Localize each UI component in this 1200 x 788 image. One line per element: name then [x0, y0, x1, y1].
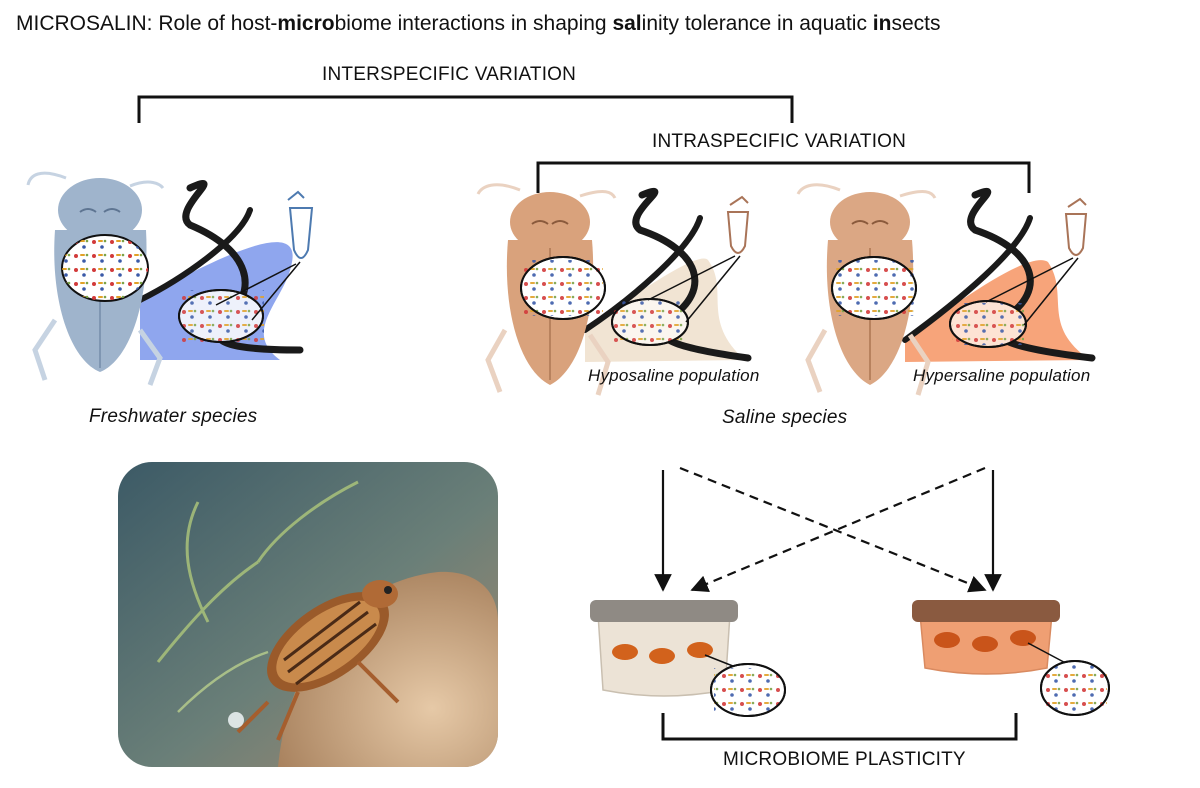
aquatic-beetle-photo	[118, 462, 498, 767]
freshwater-tube-icon	[215, 190, 314, 321]
title-part: inity tolerance in aquatic	[641, 12, 873, 35]
title-part: biome interactions in shaping	[334, 12, 613, 35]
title-part: sects	[891, 12, 941, 35]
rearing-box-left-icon	[590, 600, 786, 717]
rearing-box-right-icon	[912, 600, 1110, 716]
plasticity-bracket	[661, 713, 1018, 741]
interspecific-label: INTERSPECIFIC VARIATION	[322, 64, 577, 85]
page-title: MICROSALIN: Role of host-microbiome inte…	[16, 12, 940, 36]
hyposaline-population-label: Hyposaline population	[588, 366, 760, 385]
hypersaline-microbe-inset-icon	[831, 256, 1027, 348]
freshwater-microbe-inset-icon	[61, 234, 264, 343]
hyposaline-microbe-inset-icon	[520, 256, 689, 346]
hypersaline-population-label: Hypersaline population	[913, 366, 1091, 385]
larva-icon	[612, 642, 713, 664]
interspecific-bracket	[137, 95, 794, 123]
freshwater-species-label: Freshwater species	[89, 406, 258, 427]
hypersaline-tube-icon	[985, 197, 1088, 326]
title-part: in	[872, 12, 892, 35]
larva-icon	[934, 630, 1036, 652]
beetle-icon	[228, 580, 400, 741]
title-part: MICROSALIN: Role of host-	[16, 12, 278, 35]
saline-species-label: Saline species	[722, 407, 848, 428]
intraspecific-label: INTRASPECIFIC VARIATION	[652, 131, 907, 152]
hyposaline-tube-icon	[647, 195, 750, 323]
title-part: sal	[612, 12, 642, 35]
microbiome-plasticity-label: MICROBIOME PLASTICITY	[723, 749, 966, 770]
title-part: micro	[277, 12, 335, 35]
intraspecific-bracket	[536, 161, 1031, 193]
transplant-arrows	[654, 466, 1002, 593]
